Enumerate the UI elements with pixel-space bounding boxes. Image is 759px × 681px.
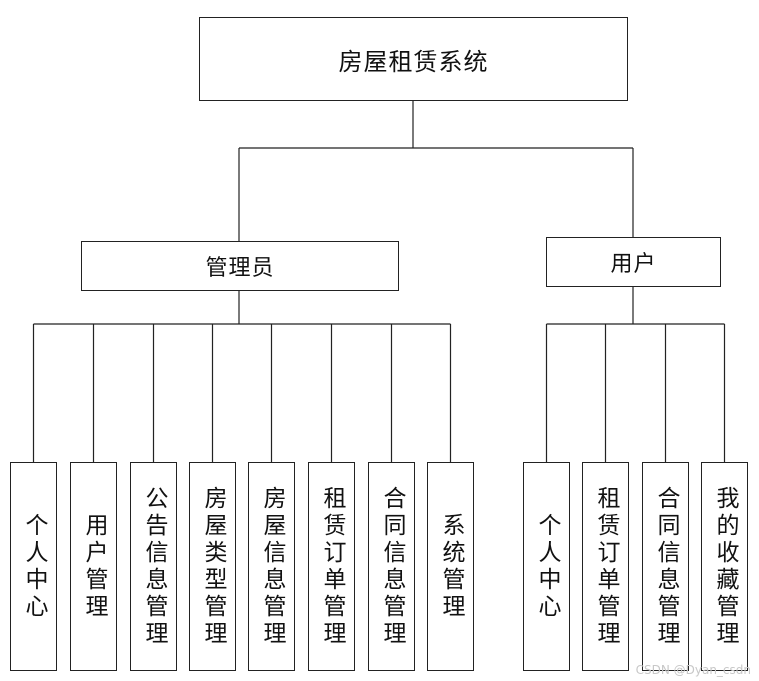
admin-leaf-label: 房屋类型管理 (200, 485, 226, 648)
user-leaf-4: 我的收藏管理 (701, 462, 748, 671)
user-leaf-2: 租赁订单管理 (582, 462, 629, 671)
admin-leaf-7: 合同信息管理 (368, 462, 415, 671)
user-leaf-label: 租赁订单管理 (593, 485, 619, 648)
admin-leaf-label: 房屋信息管理 (259, 485, 285, 648)
admin-leaf-5: 房屋信息管理 (248, 462, 295, 671)
user-leaf-3: 合同信息管理 (642, 462, 689, 671)
admin-leaf-1: 个人中心 (10, 462, 57, 671)
user-leaf-label: 我的收藏管理 (712, 485, 738, 648)
admin-node: 管理员 (81, 241, 399, 291)
admin-leaf-4: 房屋类型管理 (189, 462, 236, 671)
admin-leaf-label: 个人中心 (21, 512, 47, 621)
root-label: 房屋租赁系统 (338, 47, 489, 76)
admin-leaf-8: 系统管理 (427, 462, 474, 671)
admin-leaf-label: 合同信息管理 (379, 485, 405, 648)
admin-leaf-6: 租赁订单管理 (308, 462, 355, 671)
admin-label: 管理员 (205, 256, 275, 281)
admin-leaf-label: 系统管理 (438, 512, 464, 621)
user-node: 用户 (546, 237, 721, 287)
admin-leaf-2: 用户管理 (70, 462, 117, 671)
user-label: 用户 (610, 252, 657, 277)
root-node: 房屋租赁系统 (199, 17, 628, 101)
user-leaf-1: 个人中心 (523, 462, 570, 671)
admin-leaf-3: 公告信息管理 (130, 462, 177, 671)
watermark: CSDN @Dyan_csdn (635, 663, 751, 677)
admin-leaf-label: 租赁订单管理 (319, 485, 345, 648)
user-leaf-label: 个人中心 (534, 512, 560, 621)
user-leaf-label: 合同信息管理 (653, 485, 679, 648)
admin-leaf-label: 用户管理 (81, 512, 107, 621)
admin-leaf-label: 公告信息管理 (141, 485, 167, 648)
